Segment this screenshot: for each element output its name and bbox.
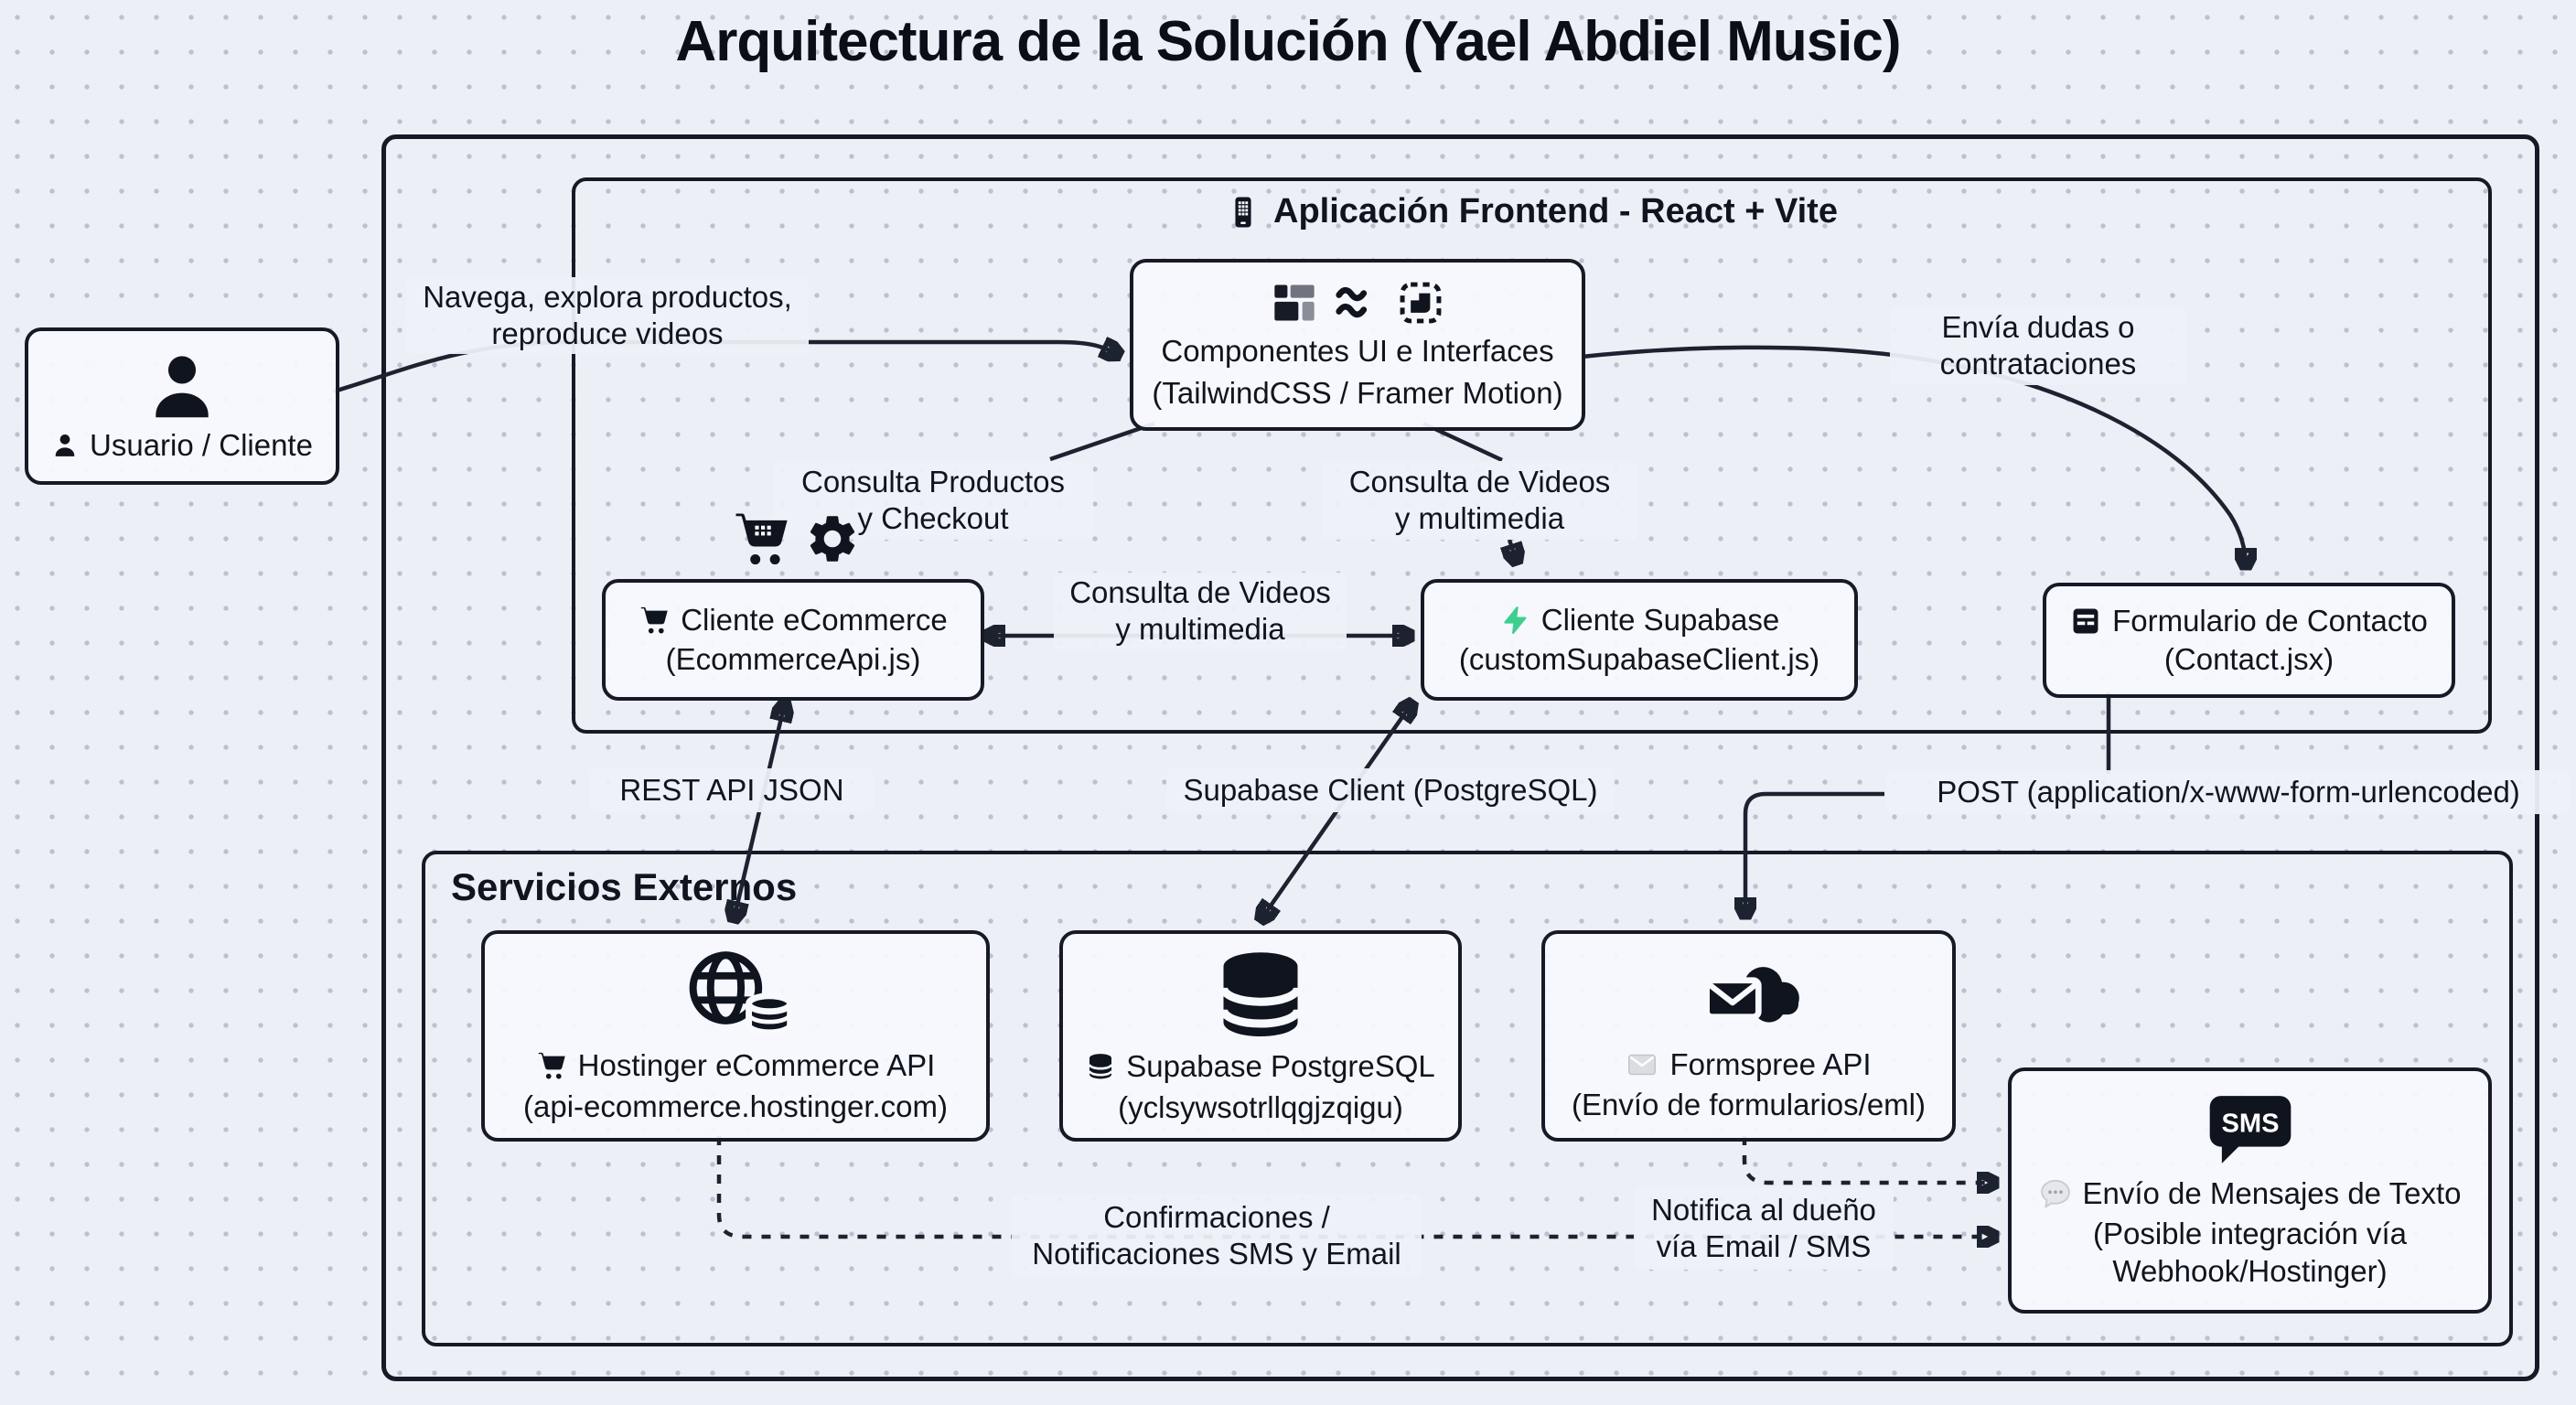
edge-label-consulta-videos-top: Consulta de Videos y multimedia: [1322, 461, 1637, 540]
componentes-label-1: Componentes UI e Interfaces: [1161, 333, 1554, 368]
contact-form-label-1: Formulario de Contacto: [2112, 603, 2428, 638]
formspree-label-2: (Envío de formularios/eml): [1572, 1088, 1926, 1121]
node-formulario-contacto: Formulario de Contacto (Contact.jsx): [2043, 583, 2455, 698]
globe-database-icon: [689, 951, 794, 1037]
envelope-icon: [1628, 1054, 1657, 1076]
usuario-label: Usuario / Cliente: [90, 427, 313, 462]
database-icon: [1219, 952, 1302, 1037]
node-cliente-supabase: Cliente Supabase (customSupabaseClient.j…: [1421, 579, 1858, 701]
edge-label-navega: Navega, explora productos, reproduce vid…: [406, 277, 809, 354]
user-icon-small: [55, 434, 75, 456]
cart-icon: [735, 513, 788, 565]
edge-label-supabase-pg: Supabase Client (PostgreSQL): [1166, 768, 1615, 812]
layout-icon: [1274, 284, 1315, 321]
contact-form-label-2: (Contact.jsx): [2163, 642, 2334, 676]
supabase-bolt-icon: [1504, 606, 1527, 635]
sms-label-1: Envío de Mensajes de Texto: [2082, 1176, 2462, 1211]
outer-container: [381, 134, 2539, 1381]
phone-icon: [1235, 197, 1251, 227]
edge-label-post: POST (application/x-www-form-urlencoded): [1886, 770, 2571, 814]
supabase-db-label-2: (yclsywsotrllqgjzqigu): [1118, 1089, 1403, 1124]
node-cliente-ecommerce: Cliente eCommerce (EcommerceApi.js): [602, 579, 984, 701]
node-sms: SMS Envío de Mensajes de Texto (Posible …: [2008, 1067, 2492, 1314]
ecommerce-icons: [721, 503, 871, 574]
page-title: Arquitectura de la Solución (Yael Abdiel…: [675, 10, 1901, 73]
edge-label-confirmaciones: Confirmaciones / Notificaciones SMS y Em…: [1012, 1195, 1422, 1277]
node-componentes-ui: Componentes UI e Interfaces (TailwindCSS…: [1130, 259, 1585, 431]
hostinger-label-1: Hostinger eCommerce API: [577, 1048, 936, 1083]
cart-icon: [641, 607, 668, 634]
tailwind-icon: [1336, 286, 1368, 317]
formspree-label-1: Formspree API: [1669, 1046, 1872, 1081]
supabase-client-label-2: (customSupabaseClient.js): [1458, 641, 1820, 676]
edge-label-envia-dudas: Envía dudas o contrataciones: [1890, 306, 2186, 385]
user-icon: [156, 356, 209, 418]
form-icon: [2073, 608, 2098, 634]
database-icon-small: [1088, 1054, 1113, 1079]
ecommerce-client-label-2: (EcommerceApi.js): [665, 641, 921, 676]
sms-label-2: (Posible integración vía Webhook/Hosting…: [2092, 1217, 2408, 1288]
edge-label-consulta-videos-mid: Consulta de Videos y multimedia: [1054, 573, 1347, 649]
componentes-label-2: (TailwindCSS / Framer Motion): [1152, 376, 1563, 410]
frontend-header-label: Aplicación Frontend - React + Vite: [1273, 192, 1838, 231]
hostinger-label-2: (api-ecommerce.hostinger.com): [523, 1089, 948, 1123]
node-formspree-api: Formspree API (Envío de formularios/eml): [1541, 930, 1956, 1142]
node-usuario-cliente: Usuario / Cliente: [25, 327, 339, 485]
gear-icon: [810, 516, 855, 562]
edge-label-notifica: Notifica al dueño vía Email / SMS: [1634, 1187, 1894, 1270]
supabase-client-label-1: Cliente Supabase: [1540, 603, 1780, 638]
frontend-header: Aplicación Frontend - React + Vite: [575, 192, 2488, 231]
servicios-header: Servicios Externos: [451, 865, 798, 908]
supabase-db-label-1: Supabase PostgreSQL: [1126, 1049, 1435, 1084]
ecommerce-client-label-1: Cliente eCommerce: [681, 603, 948, 638]
sms-bubble-icon: SMS: [2209, 1096, 2291, 1164]
cart-icon: [538, 1053, 565, 1079]
node-hostinger-api: Hostinger eCommerce API (api-ecommerce.h…: [481, 930, 990, 1142]
mail-cloud-icon: [1702, 966, 1799, 1023]
speech-bubble-icon: [2040, 1180, 2070, 1209]
sms-badge-text: SMS: [2221, 1109, 2279, 1138]
edge-label-rest: REST API JSON: [590, 768, 874, 812]
frontend-container: Aplicación Frontend - React + Vite: [572, 177, 2492, 734]
framer-motion-icon: [1400, 282, 1442, 324]
node-supabase-postgresql: Supabase PostgreSQL (yclsywsotrllqgjzqig…: [1059, 930, 1462, 1142]
